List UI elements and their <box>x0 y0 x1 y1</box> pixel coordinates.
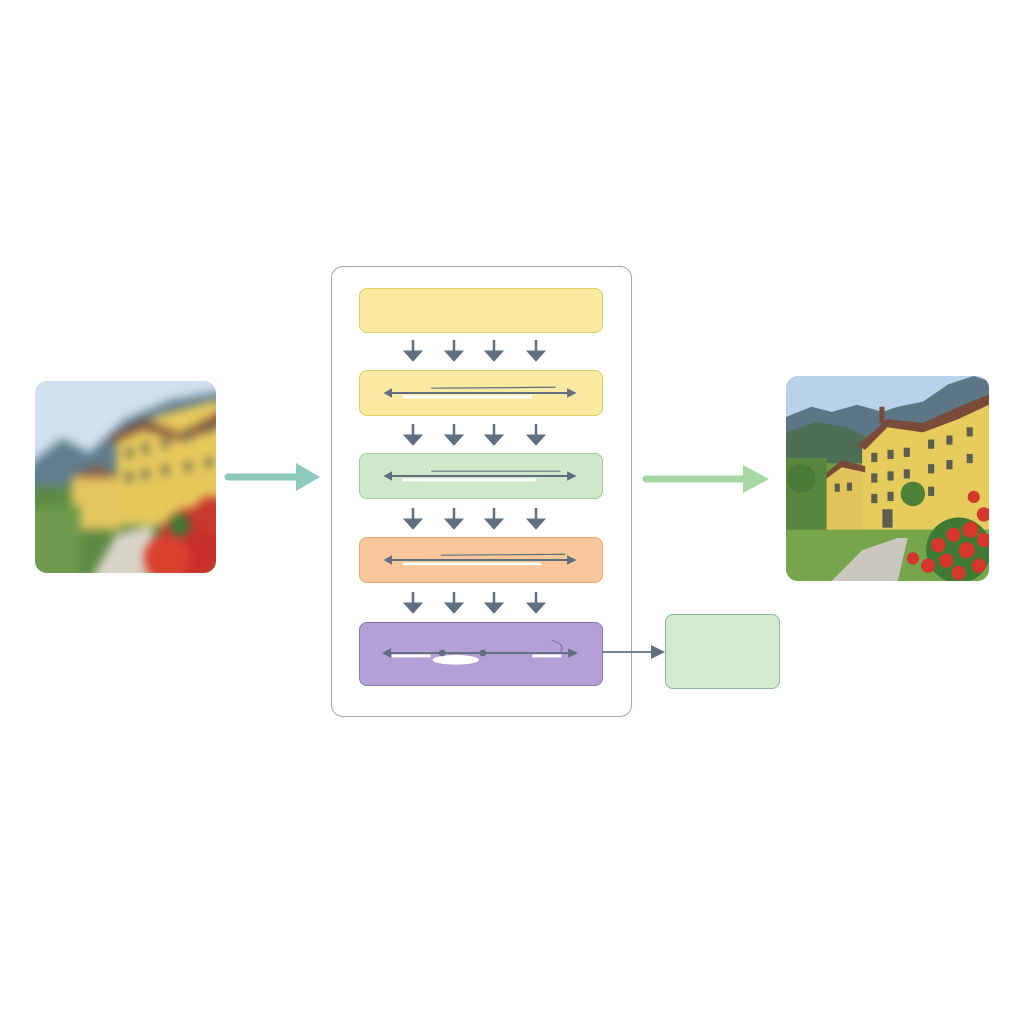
input-arrow-icon <box>224 463 320 491</box>
input-image <box>35 381 216 573</box>
output-image <box>786 376 989 581</box>
pipeline-block-purple <box>359 622 603 686</box>
pipeline-block-orange <box>359 537 603 583</box>
double-arrow-icon <box>382 639 578 665</box>
pipeline-block-yellow <box>359 370 603 416</box>
output-arrow-icon <box>642 465 769 493</box>
double-arrow-icon <box>383 386 577 399</box>
sharp-building-photo-icon <box>786 376 989 581</box>
side-output-box <box>665 614 780 689</box>
pipeline-block-yellow-top <box>359 288 603 333</box>
double-arrow-icon <box>383 470 577 482</box>
pipeline-panel <box>331 266 632 717</box>
pipeline-block-green <box>359 453 603 499</box>
blurred-building-photo-icon <box>35 381 216 573</box>
double-arrow-icon <box>383 553 577 566</box>
